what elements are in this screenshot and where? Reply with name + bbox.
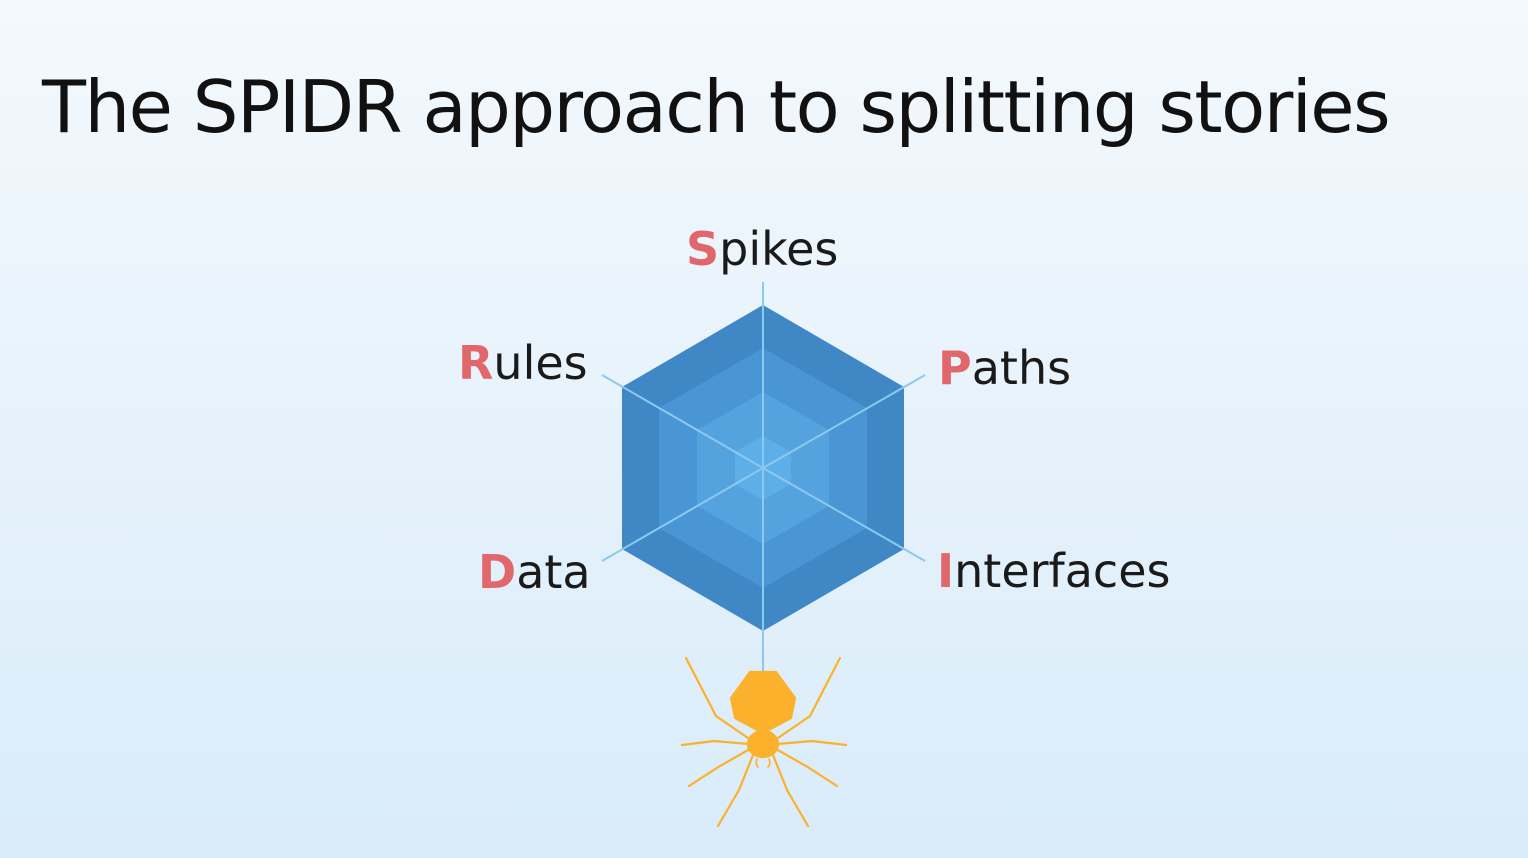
label-spikes: Spikes bbox=[686, 226, 838, 272]
label-interfaces-rest: nterfaces bbox=[954, 544, 1171, 598]
spoke-paths bbox=[762, 374, 926, 469]
label-interfaces-initial: I bbox=[937, 544, 955, 598]
label-paths-rest: aths bbox=[971, 341, 1072, 395]
spoke-interfaces bbox=[762, 467, 926, 562]
label-data-initial: D bbox=[478, 545, 517, 599]
label-data-rest: ata bbox=[516, 545, 591, 599]
label-paths: Paths bbox=[938, 345, 1071, 391]
label-data: Data bbox=[478, 549, 591, 595]
label-rules-initial: R bbox=[458, 336, 494, 390]
slide-title: The SPIDR approach to splitting stories bbox=[42, 65, 1391, 149]
label-rules: Rules bbox=[458, 340, 588, 386]
label-interfaces: Interfaces bbox=[937, 548, 1170, 594]
spoke-rules bbox=[601, 374, 764, 469]
label-rules-rest: ules bbox=[493, 336, 588, 390]
spider-icon bbox=[680, 656, 848, 828]
spoke-data bbox=[601, 467, 764, 562]
web-spokes bbox=[601, 282, 926, 672]
label-spikes-rest: pikes bbox=[719, 222, 839, 276]
label-paths-initial: P bbox=[938, 341, 972, 395]
label-spikes-initial: S bbox=[686, 222, 720, 276]
